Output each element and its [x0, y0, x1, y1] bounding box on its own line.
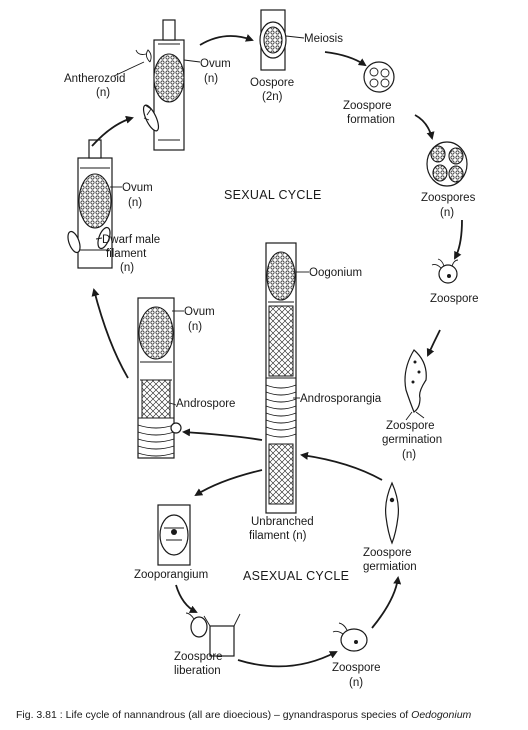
label-ovum-top: Ovum	[200, 58, 231, 70]
arrow-oospore-to-formation	[324, 51, 367, 67]
label-antherozoid-ploidy: (n)	[96, 87, 110, 99]
oospore-figure	[259, 9, 287, 71]
central-filament-figure	[265, 242, 297, 514]
cycle-arrows	[91, 34, 463, 668]
label-zoospore-germination-1: Zoospore	[386, 420, 435, 432]
figure-labels: Antherozoid (n) Ovum (n) Oospore (2n) Me…	[64, 33, 479, 689]
label-unbranched-2: filament (n)	[249, 530, 307, 542]
label-ovum-top-ploidy: (n)	[204, 73, 218, 85]
arrow-filament-to-zooporangium	[194, 469, 263, 497]
label-zoospore-bottom-ploidy: (n)	[349, 677, 363, 689]
label-zoospores-ploidy: (n)	[440, 207, 454, 219]
label-zoospore-formation-2: formation	[347, 114, 395, 126]
label-androspore: Androspore	[176, 398, 235, 410]
arrow-ovum-to-oospore	[199, 34, 254, 46]
label-zooporangium: Zooporangium	[134, 569, 208, 581]
label-zoospore-germiation-2: germiation	[363, 561, 417, 573]
label-antherozoid: Antherozoid	[64, 73, 125, 85]
label-ovum-left-ploidy: (n)	[128, 197, 142, 209]
label-oospore-ploidy: (2n)	[262, 91, 283, 103]
label-dwarf-male-ploidy: (n)	[120, 262, 134, 274]
label-zoospore-liberation-1: Zoospore	[174, 651, 223, 663]
leader-lines	[95, 35, 309, 406]
label-ovum-mid: Ovum	[184, 306, 215, 318]
label-unbranched-1: Unbranched	[251, 516, 314, 528]
arrow-androspore-to-ovum	[91, 288, 129, 379]
caption-prefix: Fig. 3.81 : Life cycle of nannandrous (a…	[16, 709, 411, 721]
cycle-titles: SEXUAL CYCLE ASEXUAL CYCLE	[224, 188, 349, 583]
label-oogonium: Oogonium	[309, 267, 362, 279]
arrow-zoospore-to-germiation	[371, 576, 402, 629]
zoospore-right-figure	[431, 258, 459, 284]
label-zoospore-germination-2: germination	[382, 434, 442, 446]
dwarf-male-filament-figure	[67, 139, 113, 269]
label-dwarf-male-1: Dwarf male	[102, 234, 160, 246]
label-androsporangia: Androsporangia	[300, 393, 382, 405]
zoospore-liberation-figure	[185, 612, 241, 657]
fertilization-filament	[135, 19, 185, 151]
label-asexual-cycle: ASEXUAL CYCLE	[243, 569, 349, 583]
label-dwarf-male-2: filament	[106, 248, 147, 260]
zoospores-figure	[426, 141, 468, 187]
label-zoospore-right: Zoospore	[430, 293, 479, 305]
zoospore-bottom-figure	[332, 622, 368, 652]
arrow-germiation-to-filament	[300, 451, 383, 481]
zooporangium-figure	[157, 504, 191, 566]
label-zoospore-liberation-2: liberation	[174, 665, 221, 677]
figure-caption: Fig. 3.81 : Life cycle of nannandrous (a…	[16, 709, 472, 721]
arrow-zoospore-to-germination	[426, 329, 441, 357]
zoospore-germination-figure	[404, 349, 427, 421]
zoospore-formation-figure	[363, 61, 395, 93]
label-ovum-mid-ploidy: (n)	[188, 321, 202, 333]
label-meiosis: Meiosis	[304, 33, 343, 45]
zoospore-germiation-figure	[385, 481, 399, 545]
label-sexual-cycle: SEXUAL CYCLE	[224, 188, 322, 202]
arrow-liberation-to-zoospore	[237, 651, 338, 668]
label-zoospore-germination-ploidy: (n)	[402, 449, 416, 461]
label-zoospore-germiation-1: Zoospore	[363, 547, 412, 559]
label-oospore: Oospore	[250, 77, 294, 89]
label-ovum-left: Ovum	[122, 182, 153, 194]
arrow-filament-to-androspore	[182, 428, 263, 441]
arrow-zoospores-to-zoospore	[454, 219, 463, 260]
androspore-filament-figure	[137, 297, 182, 459]
caption-italic: Oedogonium	[411, 709, 471, 721]
arrow-zooporangium-to-liberation	[175, 584, 198, 613]
label-zoospores: Zoospores	[421, 192, 476, 204]
arrow-dwarf-to-fertilization	[91, 115, 134, 147]
label-zoospore-bottom: Zoospore	[332, 662, 381, 674]
arrow-formation-to-zoospores	[414, 114, 435, 140]
label-zoospore-formation-1: Zoospore	[343, 100, 392, 112]
